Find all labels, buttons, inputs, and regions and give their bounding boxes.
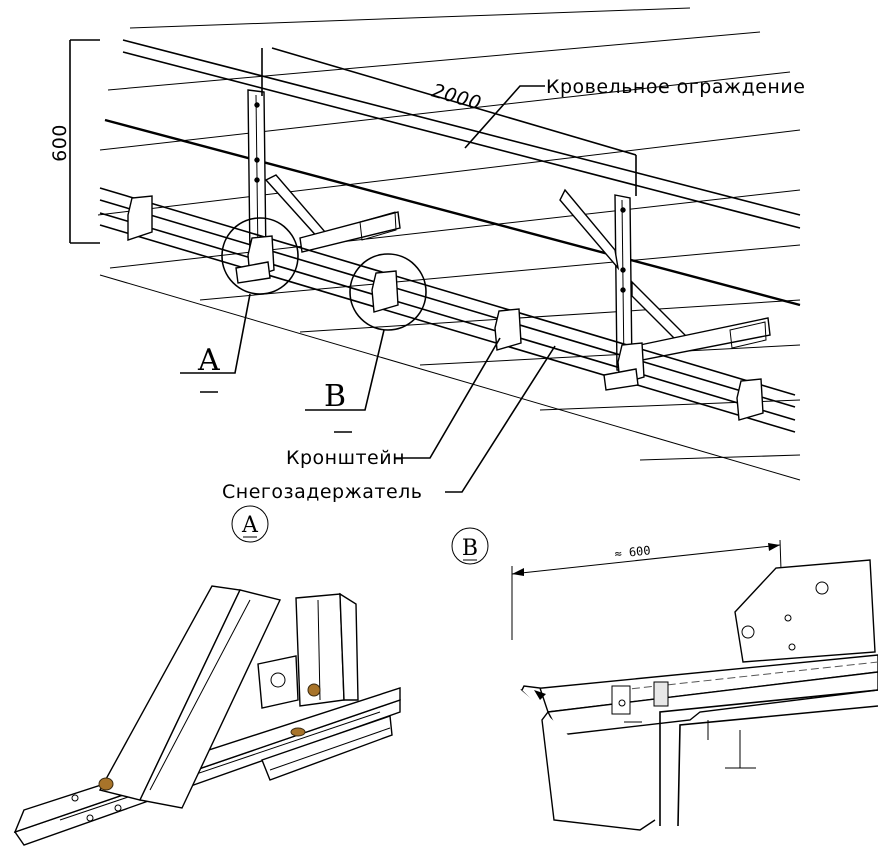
- height-dimension: 600: [49, 39, 100, 244]
- detail-a-header: A: [231, 505, 269, 543]
- snow-retainer-callout: Снегозадержатель: [222, 345, 556, 503]
- bracket-callout: Кронштейн: [286, 337, 501, 469]
- bracket-1: [127, 195, 153, 241]
- bracket-6: [736, 378, 764, 421]
- detail-b-header-label: B: [462, 536, 478, 561]
- length-dimension: 2000: [261, 47, 637, 196]
- detail-a-mark-label: A: [197, 343, 220, 378]
- bracket-3: [371, 270, 399, 313]
- roof-railing-callout: Кровельное ограждение: [464, 76, 805, 149]
- detail-a-drawing: [13, 585, 401, 846]
- detail-b-drawing: ≈ 600: [511, 539, 878, 831]
- right-brace: [559, 188, 771, 361]
- detail-b-mark-label: B: [324, 379, 346, 414]
- detail-a-header-label: A: [241, 513, 259, 538]
- top-rail: [122, 39, 801, 229]
- height-dimension-label: 600: [49, 124, 71, 162]
- bracket-5: [603, 342, 645, 391]
- detail-b-marker: B: [305, 253, 427, 433]
- bracket-2: [235, 235, 275, 284]
- detail-b-dimension-label: ≈ 600: [614, 543, 651, 561]
- snow-retainer-tubes: [99, 187, 796, 433]
- roof-surface-lines: [97, 7, 801, 481]
- bracket-4: [494, 308, 522, 351]
- roof-edge-line: [104, 118, 801, 307]
- snow-retainer-label: Снегозадержатель: [222, 481, 422, 503]
- detail-a-marker: A: [180, 217, 299, 393]
- detail-b-header: B: [451, 527, 489, 565]
- right-post: [614, 194, 633, 373]
- bracket-label: Кронштейн: [286, 447, 405, 469]
- bolt-icon: [98, 683, 321, 791]
- roof-railing-label: Кровельное ограждение: [546, 76, 805, 98]
